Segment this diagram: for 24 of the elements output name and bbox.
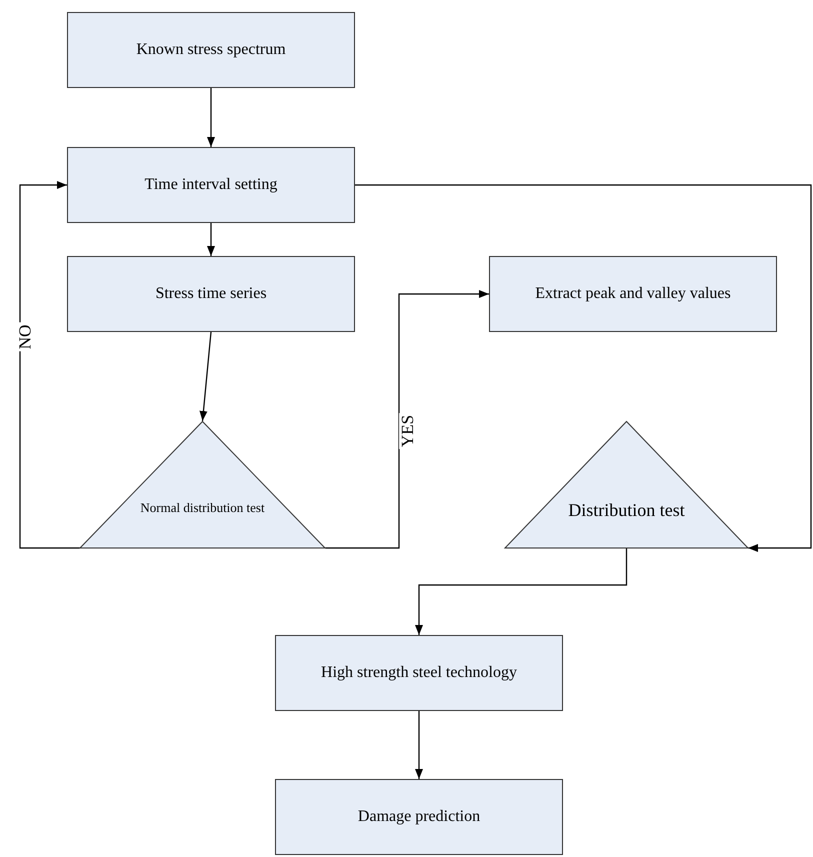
node-label: Stress time series xyxy=(155,285,267,303)
arrow xyxy=(19,181,80,549)
node-label: High strength steel technology xyxy=(321,664,517,682)
node-label: Time interval setting xyxy=(144,176,278,194)
arrow xyxy=(415,548,628,635)
arrow xyxy=(207,88,215,147)
triangle-node xyxy=(505,421,748,548)
process-box xyxy=(67,147,355,223)
node-label: Known stress spectrum xyxy=(136,41,286,59)
process-box xyxy=(275,779,563,855)
node-label: Normal distribution test xyxy=(139,500,266,516)
process-box xyxy=(67,256,355,332)
arrow xyxy=(355,184,812,552)
triangle-node xyxy=(80,421,325,548)
arrow xyxy=(415,711,423,779)
process-box xyxy=(489,256,777,332)
process-box xyxy=(275,635,563,711)
node-label: Damage prediction xyxy=(358,808,480,826)
arrow xyxy=(325,290,489,549)
node-label: Extract peak and valley values xyxy=(535,285,731,303)
arrow xyxy=(199,332,212,422)
process-box xyxy=(67,12,355,88)
arrow xyxy=(207,223,215,256)
node-label: Distribution test xyxy=(567,500,686,521)
